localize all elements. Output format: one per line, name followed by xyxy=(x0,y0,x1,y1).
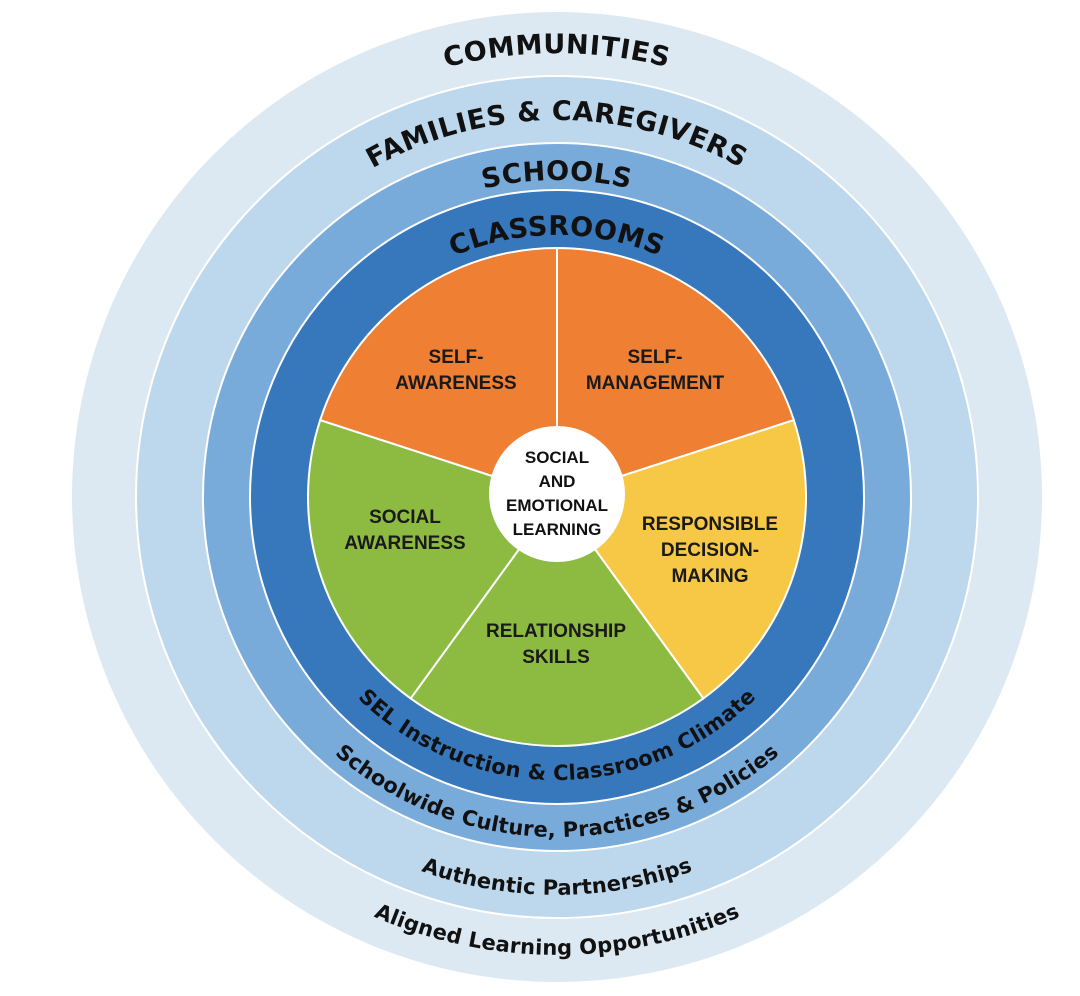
self-management-slice xyxy=(556,246,796,499)
self-awareness-label: SELF- xyxy=(429,347,484,368)
relationship-skills-label: RELATIONSHIP xyxy=(486,621,626,642)
self-awareness-label: AWARENESS xyxy=(395,373,516,394)
center-line: LEARNING xyxy=(513,520,602,539)
center-circle xyxy=(489,426,625,562)
self-management-label: MANAGEMENT xyxy=(586,373,725,394)
center-line: AND xyxy=(539,472,576,491)
responsible-decision-making-label: RESPONSIBLE xyxy=(642,514,778,535)
responsible-decision-making-label: MAKING xyxy=(671,566,748,587)
center-line: EMOTIONAL xyxy=(506,496,608,515)
self-awareness-slice xyxy=(318,246,558,499)
center-label: SOCIAL AND EMOTIONAL LEARNING xyxy=(506,448,608,539)
relationship-skills-label: SKILLS xyxy=(522,647,590,668)
center-line: SOCIAL xyxy=(525,448,589,467)
social-awareness-label: AWARENESS xyxy=(344,533,465,554)
social-awareness-label: SOCIAL xyxy=(369,507,441,528)
relationship-skills-slice xyxy=(409,495,705,747)
responsible-decision-making-label: DECISION- xyxy=(661,540,759,561)
self-management-label: SELF- xyxy=(628,347,683,368)
